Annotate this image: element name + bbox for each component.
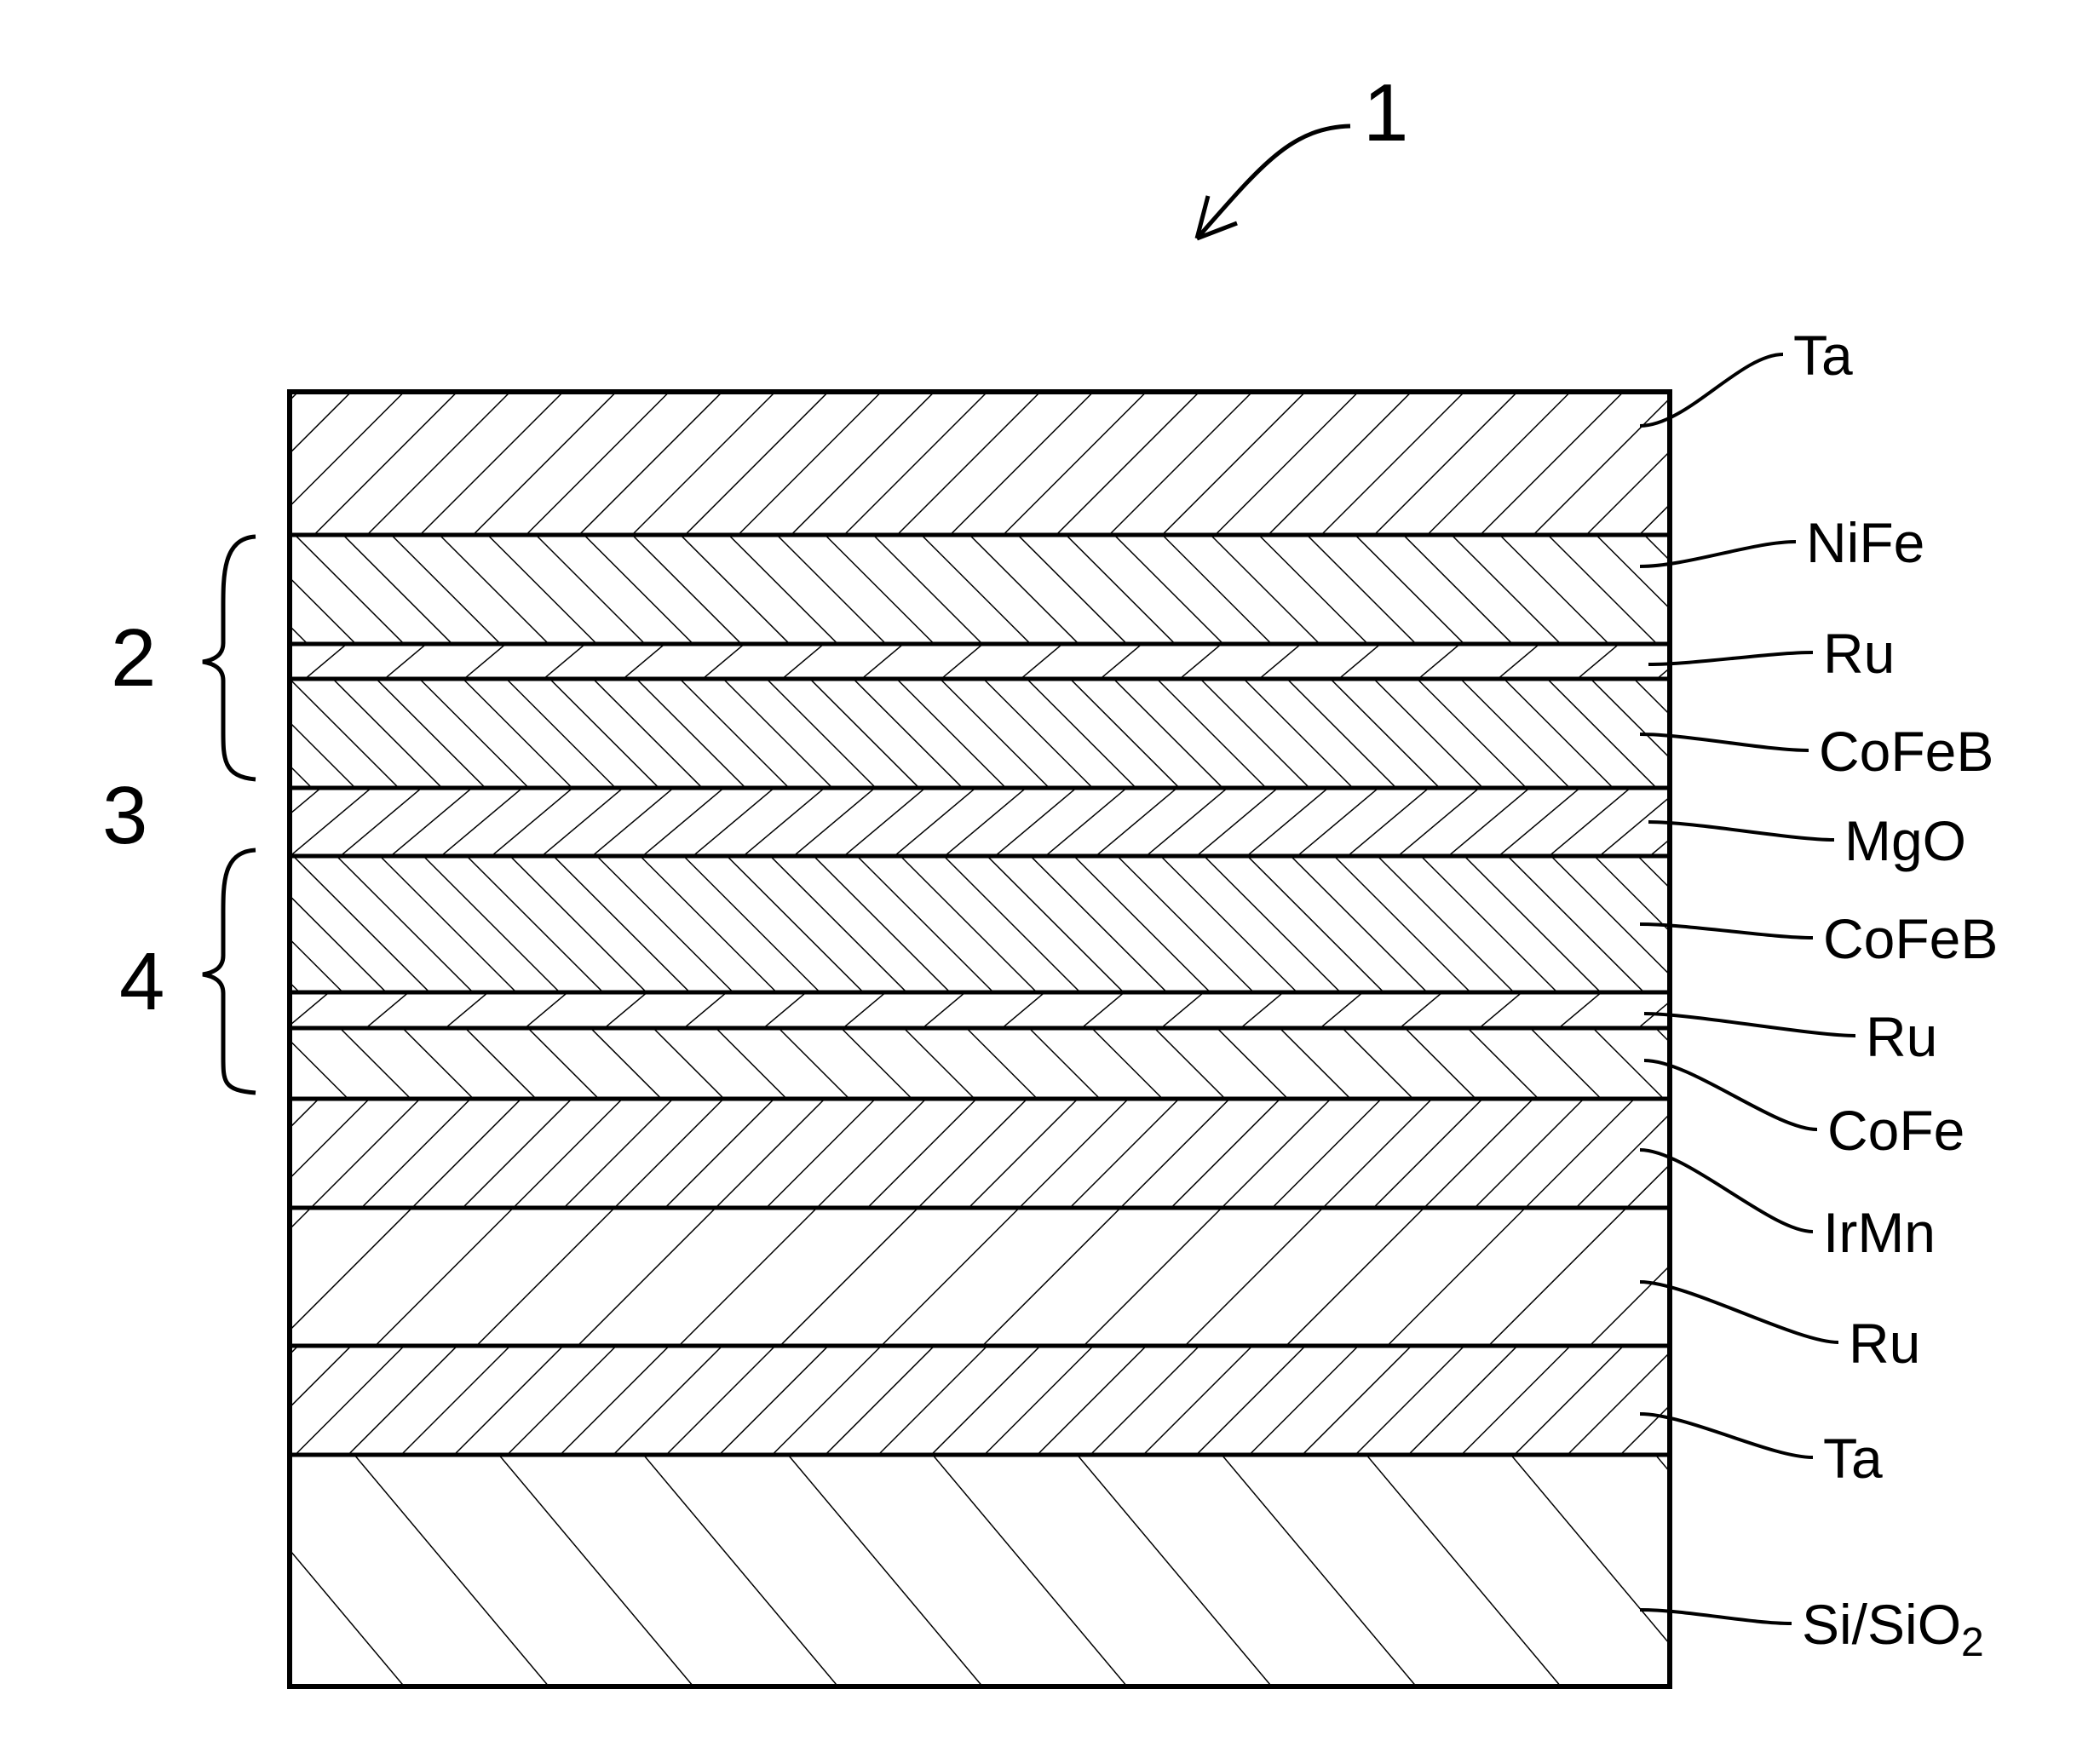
group-numeral-4: 4 xyxy=(119,936,164,1027)
layer-label-ru-6: Ru xyxy=(1866,1005,1937,1068)
layer-mgo-4 xyxy=(290,788,1670,856)
leader-line-ru-6 xyxy=(1644,1014,1855,1036)
layer-ru-6 xyxy=(290,992,1670,1028)
reference-arrow xyxy=(1197,126,1350,238)
layer-label-nife-1: NiFe xyxy=(1806,511,1924,574)
layer-ru-2 xyxy=(290,644,1670,679)
layer-cofeb-3 xyxy=(290,679,1670,788)
layer-ta-10 xyxy=(290,1346,1670,1455)
layer-label-ta-0: Ta xyxy=(1793,324,1853,387)
leader-line-mgo-4 xyxy=(1648,822,1834,840)
layer-label-ta-10: Ta xyxy=(1823,1427,1883,1490)
layer-nife-1 xyxy=(290,535,1670,644)
layer-label-mgo-4: MgO xyxy=(1844,809,1966,872)
layer-label-si-sio-11: Si/SiO2 xyxy=(1802,1593,1984,1665)
layer-stack xyxy=(290,392,1670,1686)
layer-cofe-7 xyxy=(290,1028,1670,1099)
layer-si-sio-11 xyxy=(290,1455,1670,1686)
layer-label-irmn-8: IrMn xyxy=(1823,1201,1936,1264)
layer-label-cofeb-3: CoFeB xyxy=(1819,720,1993,783)
layer-label-ru-2: Ru xyxy=(1823,622,1895,685)
group-numeral-2: 2 xyxy=(111,612,156,704)
layer-irmn-8 xyxy=(290,1099,1670,1208)
brace-group-2 xyxy=(203,537,256,779)
layer-cofeb-5 xyxy=(290,856,1670,992)
group-numeral-3: 3 xyxy=(102,770,147,861)
brace-group-4 xyxy=(203,850,256,1093)
reference-numeral: 1 xyxy=(1363,67,1408,158)
layer-ru-9 xyxy=(290,1208,1670,1346)
layer-label-subscript: 2 xyxy=(1961,1620,1984,1665)
layer-label-cofeb-5: CoFeB xyxy=(1823,907,1998,970)
layer-label-ru-9: Ru xyxy=(1849,1312,1920,1375)
layer-label-cofe-7: CoFe xyxy=(1827,1099,1965,1162)
layer-ta-0 xyxy=(290,392,1670,535)
layer-labels: TaNiFeRuCoFeBMgOCoFeBRuCoFeIrMnRuTaSi/Si… xyxy=(1640,324,1998,1665)
leader-line-ru-2 xyxy=(1648,652,1813,664)
